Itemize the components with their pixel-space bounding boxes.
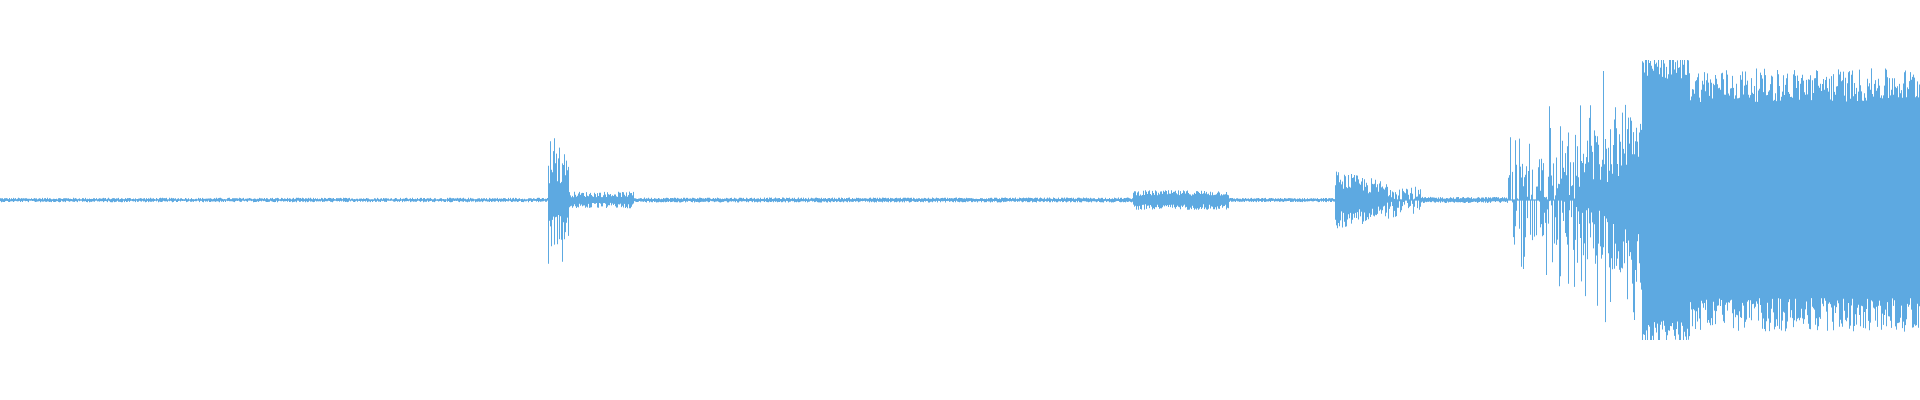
waveform-path — [0, 60, 1920, 340]
waveform-bars — [0, 60, 1920, 340]
